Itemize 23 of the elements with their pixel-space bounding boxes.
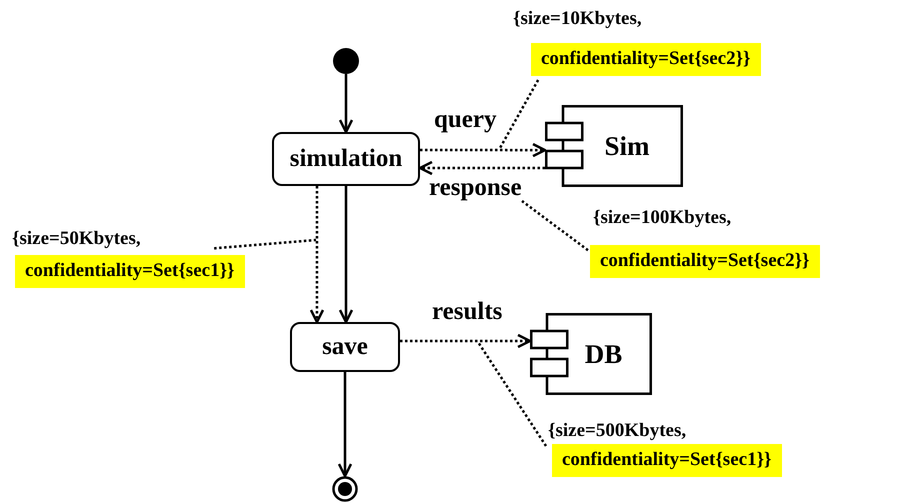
dotted-arrow bbox=[310, 186, 324, 324]
leader-line bbox=[498, 79, 540, 149]
dotted-arrow bbox=[400, 334, 532, 348]
constraint-text: {size=10Kbytes, bbox=[513, 8, 642, 30]
dotted-arrow bbox=[418, 160, 545, 176]
initial-node-icon bbox=[333, 48, 359, 74]
highlighted-constraint: confidentiality=Set{sec2}} bbox=[531, 43, 761, 76]
constraint-text: {size=500Kbytes, bbox=[548, 420, 686, 442]
arrow bbox=[338, 372, 352, 478]
arrow bbox=[338, 74, 354, 134]
constraint-text: {size=50Kbytes, bbox=[12, 228, 141, 250]
highlighted-constraint: confidentiality=Set{sec2}} bbox=[590, 245, 820, 278]
dotted-arrow bbox=[420, 142, 546, 158]
constraint-text: {size=100Kbytes, bbox=[593, 207, 732, 229]
action-box: simulation bbox=[272, 132, 420, 186]
highlighted-constraint: confidentiality=Set{sec1}} bbox=[552, 444, 782, 477]
leader-line bbox=[521, 200, 589, 252]
highlighted-constraint: confidentiality=Set{sec1}} bbox=[15, 255, 245, 288]
arrow bbox=[338, 186, 354, 324]
final-node-icon bbox=[332, 476, 358, 502]
leader-line bbox=[476, 341, 548, 447]
leader-line bbox=[214, 238, 316, 250]
action-box: save bbox=[290, 322, 400, 372]
